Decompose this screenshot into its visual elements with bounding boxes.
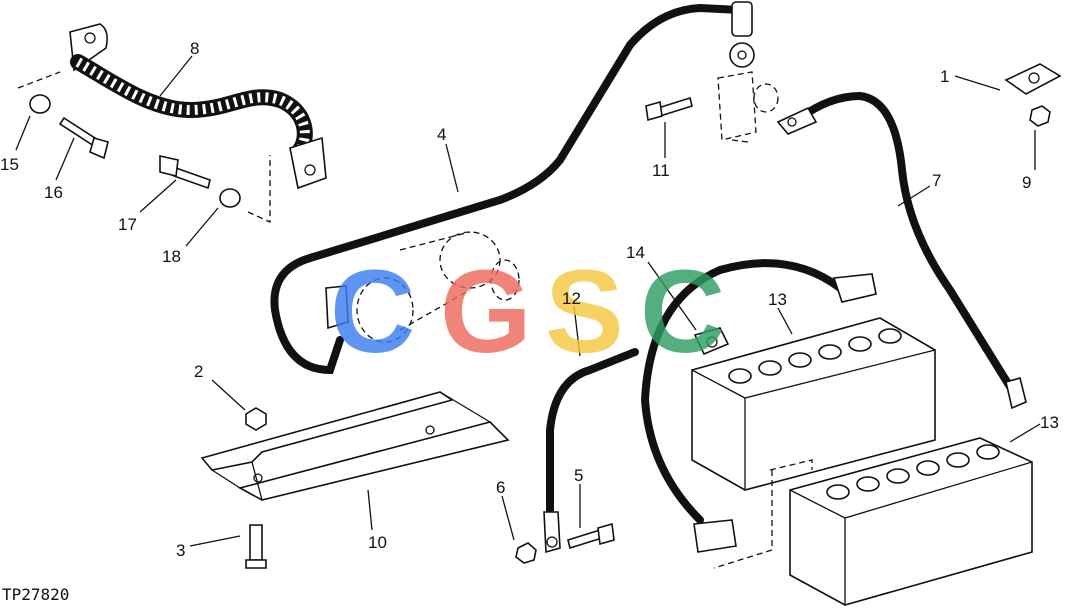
callout-14: 14 xyxy=(626,243,645,262)
callout-16: 16 xyxy=(44,183,63,202)
ground-strap xyxy=(69,23,327,190)
cable-14 xyxy=(640,259,877,553)
callout-12: 12 xyxy=(562,289,581,308)
bolt-5 xyxy=(567,522,615,550)
dashed-leader-strap xyxy=(17,71,271,224)
clamp-part-1 xyxy=(1004,63,1062,95)
callout-labels: 1 2 3 4 5 6 7 8 9 10 11 12 13 13 14 15 1… xyxy=(0,39,1059,560)
leader-lines xyxy=(15,55,1041,547)
cable-4 xyxy=(270,1,755,375)
callout-2: 2 xyxy=(194,362,203,381)
callout-15: 15 xyxy=(0,155,19,174)
terminal-dashed xyxy=(717,71,779,143)
battery-upper xyxy=(691,317,936,491)
watermark: C G S C xyxy=(330,246,725,378)
callout-13-lower: 13 xyxy=(1040,413,1059,432)
callout-4: 4 xyxy=(437,125,446,144)
callout-13-upper: 13 xyxy=(768,290,787,309)
callout-18: 18 xyxy=(162,247,181,266)
hold-down-bar xyxy=(200,391,510,501)
figure-id: TP27820 xyxy=(2,585,69,604)
cable-12 xyxy=(543,348,639,554)
callout-11: 11 xyxy=(652,161,670,180)
nut-6 xyxy=(515,542,537,564)
callout-9: 9 xyxy=(1022,173,1031,192)
bolt-3 xyxy=(245,524,267,569)
callout-3: 3 xyxy=(176,541,185,560)
watermark-letter-g: G xyxy=(440,246,532,378)
callout-10: 10 xyxy=(368,533,387,552)
callout-7: 7 xyxy=(932,171,941,190)
washer-18 xyxy=(219,188,241,208)
dashed-leader-batteries xyxy=(713,459,813,569)
washer-15 xyxy=(29,94,51,114)
nut-9 xyxy=(1029,105,1051,127)
starter-motor-dashed xyxy=(356,231,520,343)
bolt-11 xyxy=(645,96,693,122)
callout-8: 8 xyxy=(190,39,199,58)
callout-1: 1 xyxy=(940,67,949,86)
callout-6: 6 xyxy=(496,478,505,497)
watermark-letter-s: S xyxy=(545,246,624,378)
callout-17: 17 xyxy=(118,215,137,234)
watermark-letter-c2: C xyxy=(640,246,725,378)
bolt-16 xyxy=(58,116,109,160)
cable-7 xyxy=(776,91,1027,410)
callout-5: 5 xyxy=(574,466,583,485)
watermark-letter-c1: C xyxy=(330,246,415,378)
nut-2 xyxy=(245,407,267,431)
battery-lower xyxy=(789,437,1033,606)
bolt-17 xyxy=(159,155,211,190)
